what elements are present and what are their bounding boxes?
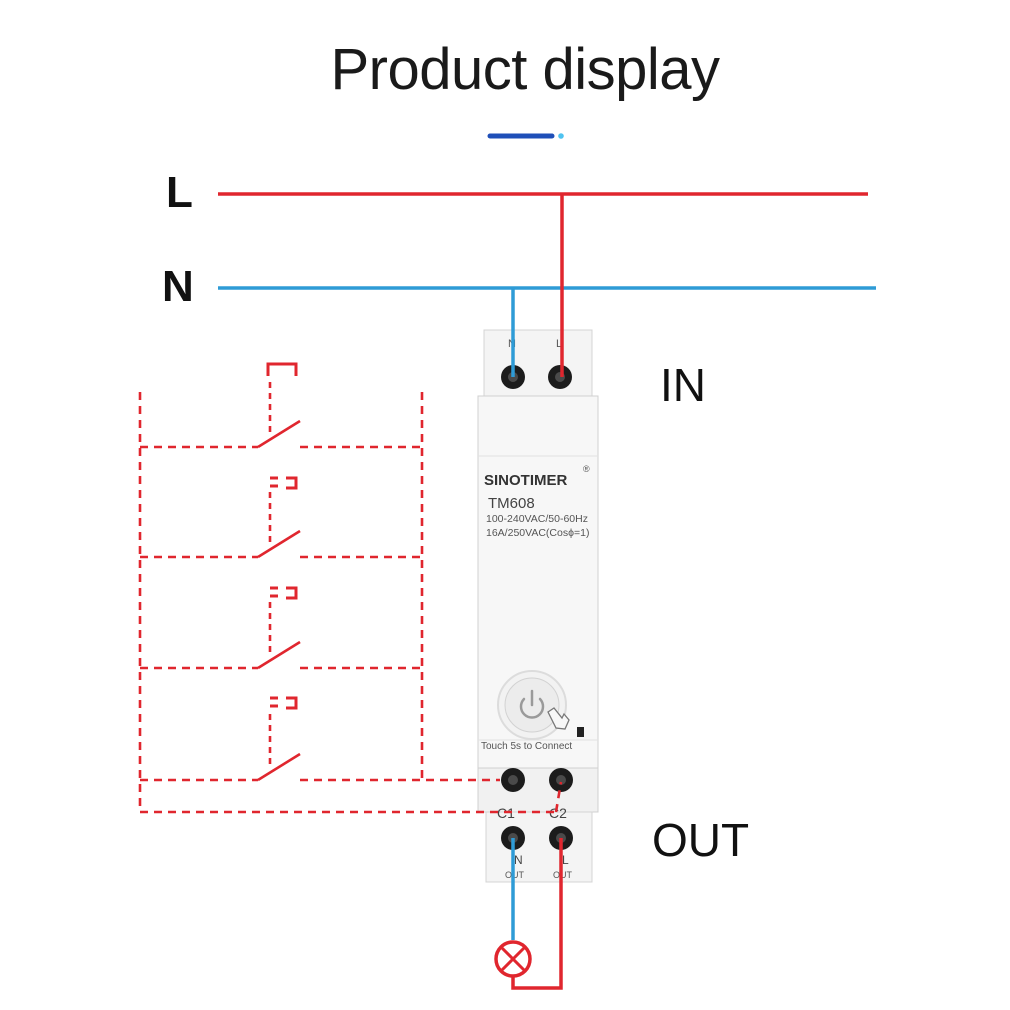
title-accent: [487, 133, 564, 139]
rating-voltage: 100-240VAC/50-60Hz: [486, 513, 588, 525]
page-title: Product display: [330, 37, 720, 102]
terminal-c2-label: C2: [549, 805, 567, 821]
external-switch-network: [138, 392, 563, 814]
rating-current: 16A/250VAC(Cosϕ=1): [486, 527, 589, 539]
input-section-label: IN: [660, 359, 706, 411]
live-line-label: L: [166, 168, 193, 217]
brand-name: SINOTIMER: [484, 472, 568, 489]
power-icon: [519, 689, 545, 719]
bottom-terminal-n-label: N: [514, 853, 523, 867]
registered-mark: ®: [583, 464, 590, 474]
switch-icon: [257, 362, 301, 782]
live-output-wire: [511, 838, 563, 990]
output-section-label: OUT: [652, 814, 750, 866]
status-led: [577, 727, 584, 737]
bottom-terminal-l-label: L: [562, 853, 569, 867]
touch-button[interactable]: [497, 670, 570, 740]
timer-device: [477, 329, 599, 883]
touch-hint: Touch 5s to Connect: [481, 741, 572, 752]
touch-hand-icon: [547, 707, 570, 730]
lamp-icon: [494, 940, 532, 978]
top-terminal-l-label: L: [556, 338, 562, 350]
neutral-line-label: N: [162, 262, 194, 311]
model-name: TM608: [488, 495, 535, 512]
